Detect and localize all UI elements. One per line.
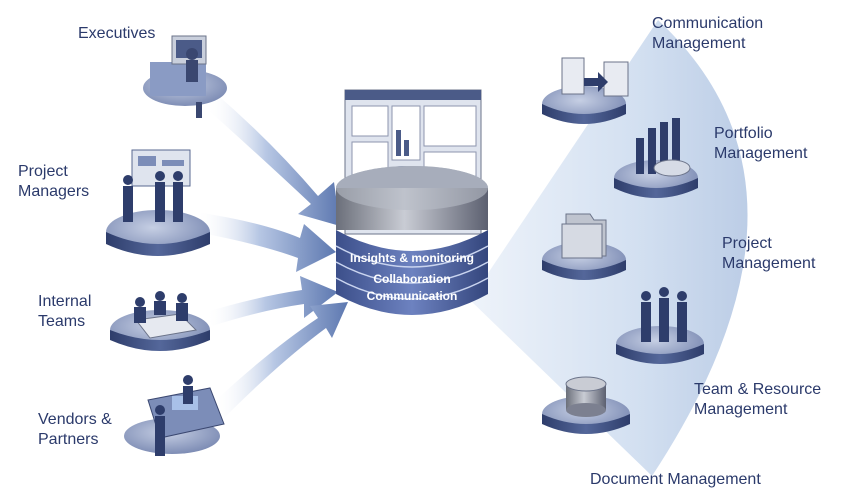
layer-collaboration: Collaboration (373, 272, 450, 286)
documents-arrow-icon (542, 57, 629, 124)
meeting-table-icon (110, 291, 210, 351)
label-project-management: Project Management (722, 235, 816, 272)
bar-pie-chart-icon (614, 118, 698, 198)
arrow-executives (206, 92, 340, 226)
layer-insights: Insights & monitoring (350, 251, 474, 265)
label-communication-management: Communication Management (652, 15, 764, 52)
team-people-icon (616, 287, 704, 364)
desk-worker-icon (143, 35, 227, 118)
kiosk-users-icon (124, 375, 225, 456)
layer-management: Management (375, 235, 448, 249)
label-internal-teams: Internal Teams (38, 293, 92, 330)
arrow-project-managers (196, 212, 336, 272)
presentation-group-icon (106, 149, 210, 256)
label-portfolio-management: Portfolio Management (714, 125, 808, 162)
label-executives: Executives (78, 25, 156, 42)
central-platform: Management Insights & monitoring Collabo… (335, 89, 489, 315)
layer-communication: Communication (367, 289, 458, 303)
arrow-vendors-partners (214, 302, 348, 418)
folder-icon (542, 213, 626, 280)
label-team-resource-management: Team & Resource Management (694, 381, 822, 418)
database-disk-icon (542, 376, 630, 434)
label-project-managers: Project Managers (18, 163, 90, 200)
arrow-internal-teams (206, 276, 338, 326)
label-vendors-partners: Vendors & Partners (38, 411, 112, 448)
label-document-management: Document Management (590, 471, 761, 488)
